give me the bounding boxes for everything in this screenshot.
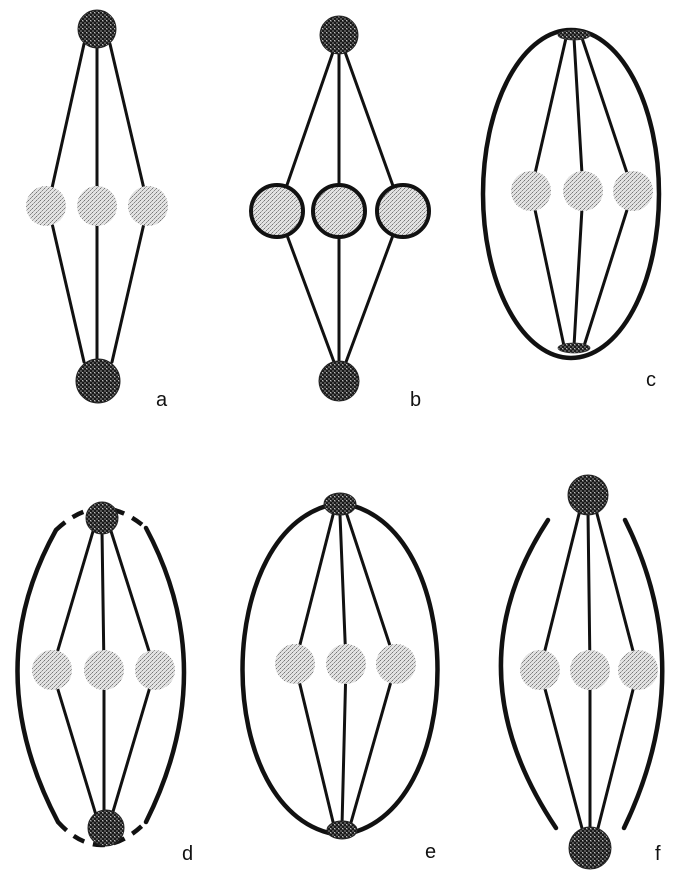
chromosome [128,186,168,226]
panel-d: d [17,502,193,865]
panel-label-a: a [156,389,168,411]
chromosome [275,644,315,684]
chromosome [563,171,603,211]
chromosome [613,171,653,211]
panel-label-f: f [655,843,661,865]
panel-f: f [501,475,662,869]
panel-c: c [483,30,659,391]
chromosome [326,644,366,684]
spindle-pole-top [320,16,358,54]
panel-a: a [26,10,168,411]
panel-b: b [251,16,429,411]
panel-label-c: c [646,369,656,391]
spindle-pole-top [324,493,356,515]
chromosome [376,644,416,684]
spindle-pole-bottom [88,810,124,846]
panel-label-d: d [182,843,193,865]
panel-e: e [243,493,438,863]
chromosome [135,650,175,690]
spindle-pole-bottom [76,359,120,403]
chromosome [84,650,124,690]
spindle-pole-bottom [319,361,359,401]
chromosome [26,186,66,226]
spindle-pole-top [86,502,118,534]
chromosome [77,186,117,226]
panel-label-b: b [410,389,421,411]
chromosome-with-envelope [377,185,429,237]
panel-label-e: e [425,841,436,863]
chromosome-with-envelope [313,185,365,237]
chromosome-with-envelope [251,185,303,237]
chromosome [520,650,560,690]
spindle-pole-plaque-top [558,30,590,40]
chromosome [32,650,72,690]
spindle-pole-bottom [569,827,611,869]
chromosome [570,650,610,690]
spindle-pole-top [568,475,608,515]
spindle-pole-top [78,10,116,48]
chromosome [618,650,658,690]
spindle-pole-bottom [327,821,357,839]
spindle-pole-plaque-bottom [558,343,590,353]
chromosome [511,171,551,211]
